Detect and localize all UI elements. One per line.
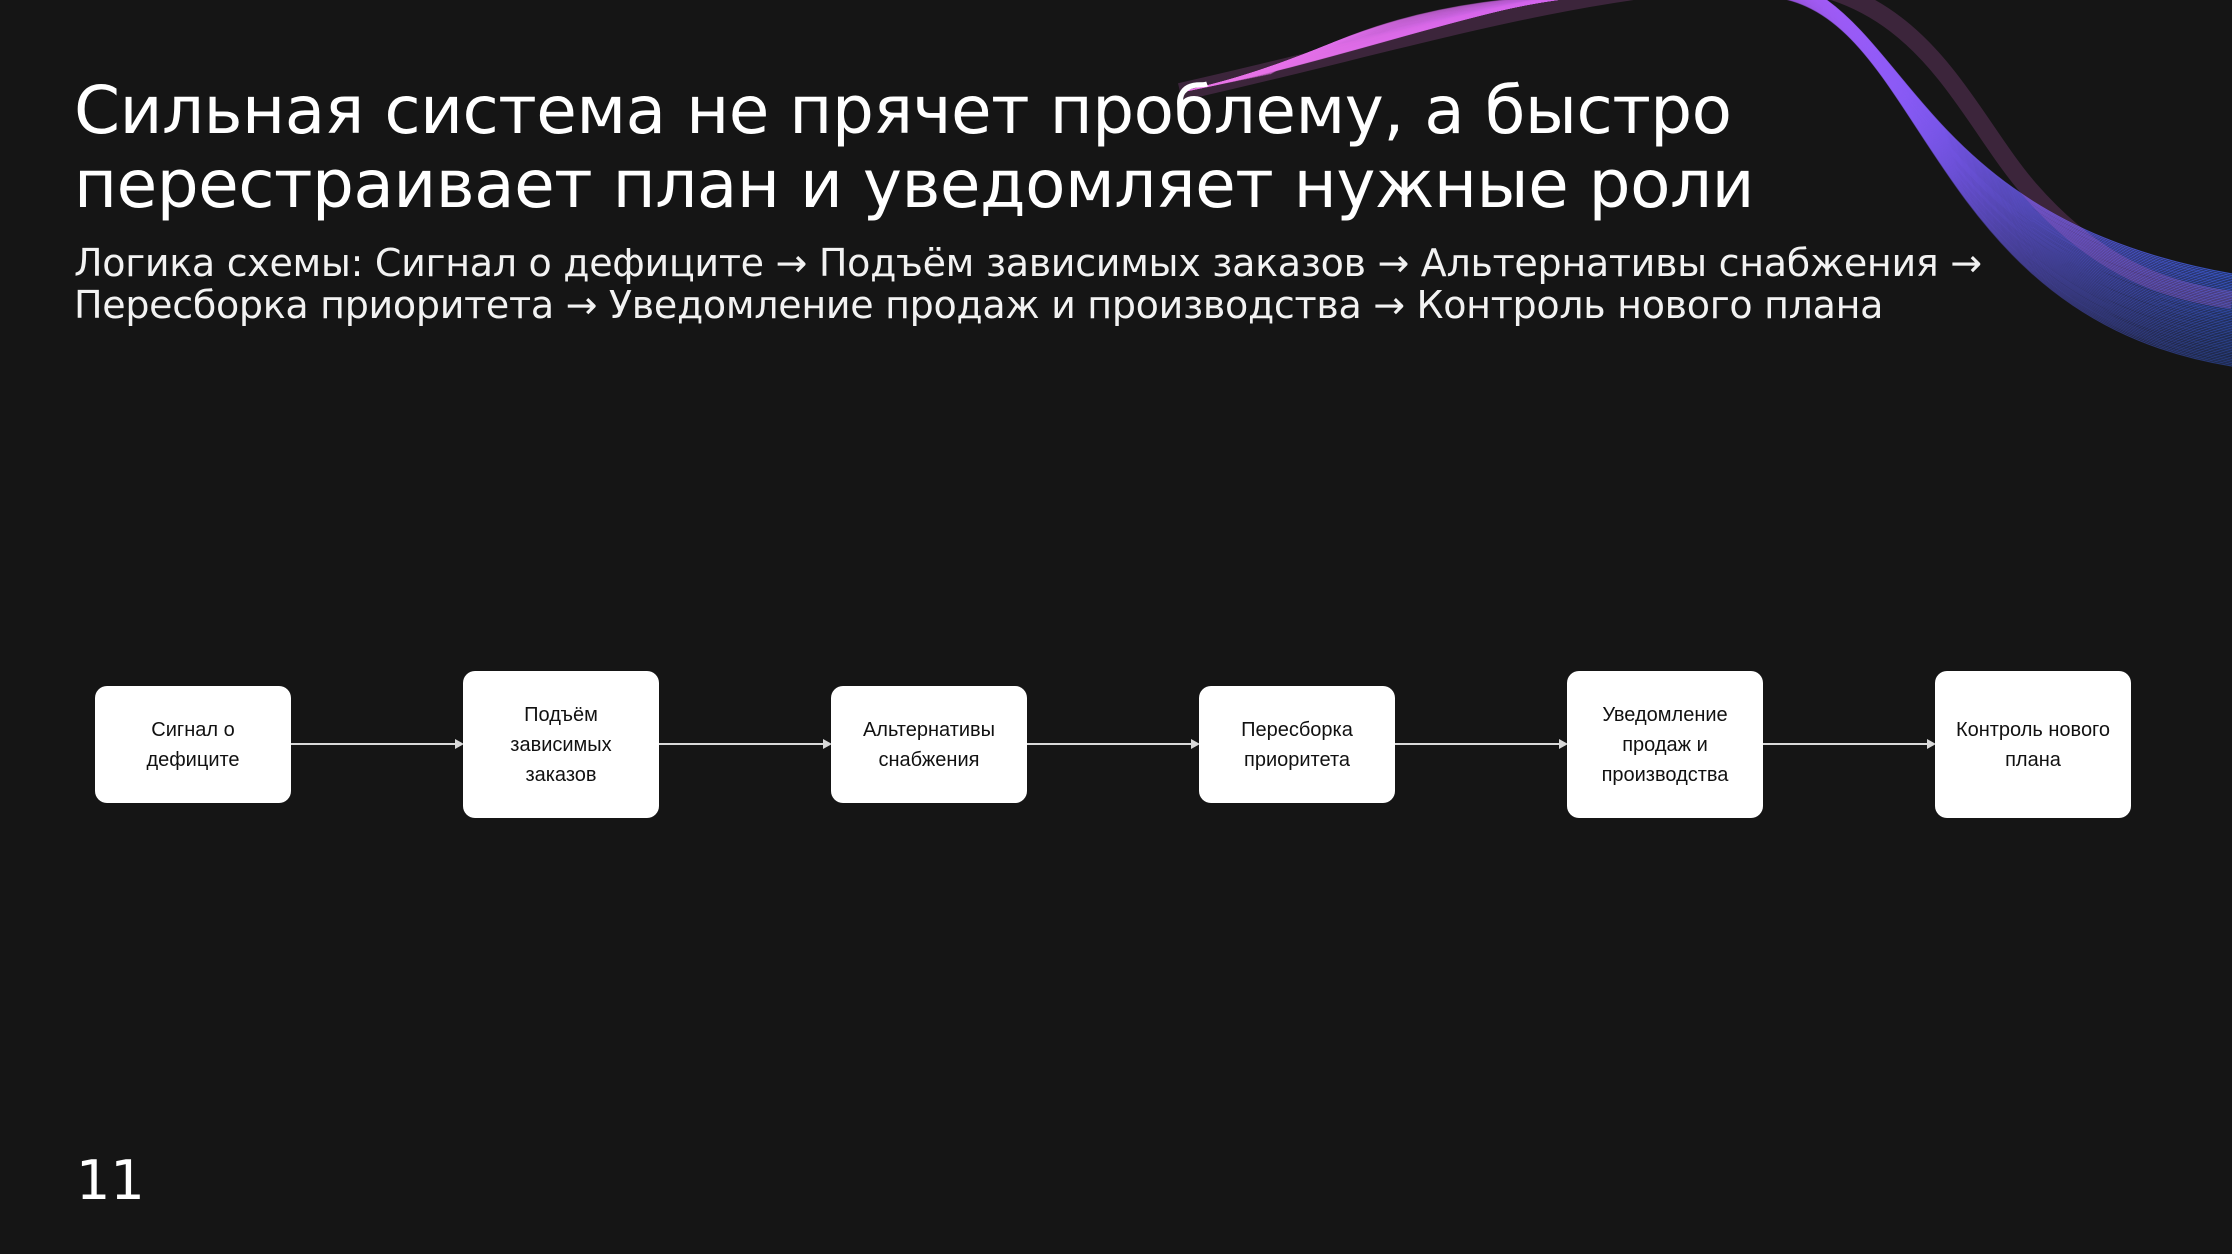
connector-3-arrowhead bbox=[1191, 739, 1200, 749]
flow-node-dependent-orders: Подъём зависимых заказов bbox=[463, 671, 659, 818]
flow-node-label: Пересборка приоритета bbox=[1241, 718, 1353, 771]
flow-node-deficit-signal: Сигнал о дефиците bbox=[95, 686, 291, 803]
wave-line bbox=[1269, 0, 2232, 367]
flow-node-label: Альтернативы снабжения bbox=[862, 718, 996, 771]
slide-title: Сильная система не прячет проблему, а бы… bbox=[74, 72, 1755, 223]
connector-4-arrowhead bbox=[1559, 739, 1568, 749]
connector-2-arrowhead bbox=[823, 739, 832, 749]
flow-node-label: Уведомление продаж и производства bbox=[1601, 703, 1729, 786]
flow-node-priority-rebuild: Пересборка приоритета bbox=[1199, 686, 1395, 803]
wave-glow bbox=[1178, 0, 2232, 309]
connector-5-arrowhead bbox=[1927, 739, 1936, 749]
flow-node-sales-production-notice: Уведомление продаж и производства bbox=[1567, 671, 1763, 818]
flow-node-label: Сигнал о дефиците bbox=[146, 718, 240, 771]
slide-subtitle: Логика схемы: Сигнал о дефиците → Подъём… bbox=[74, 241, 1982, 327]
page-number: 11 bbox=[76, 1149, 145, 1212]
connector-1-arrowhead bbox=[455, 739, 464, 749]
flow-node-label: Контроль нового плана bbox=[1955, 718, 2111, 771]
flow-node-label: Подъём зависимых заказов bbox=[510, 703, 612, 786]
flow-node-supply-alternatives: Альтернативы снабжения bbox=[831, 686, 1027, 803]
wave-lines bbox=[1178, 0, 2232, 367]
flow-node-new-plan-control: Контроль нового плана bbox=[1935, 671, 2131, 818]
